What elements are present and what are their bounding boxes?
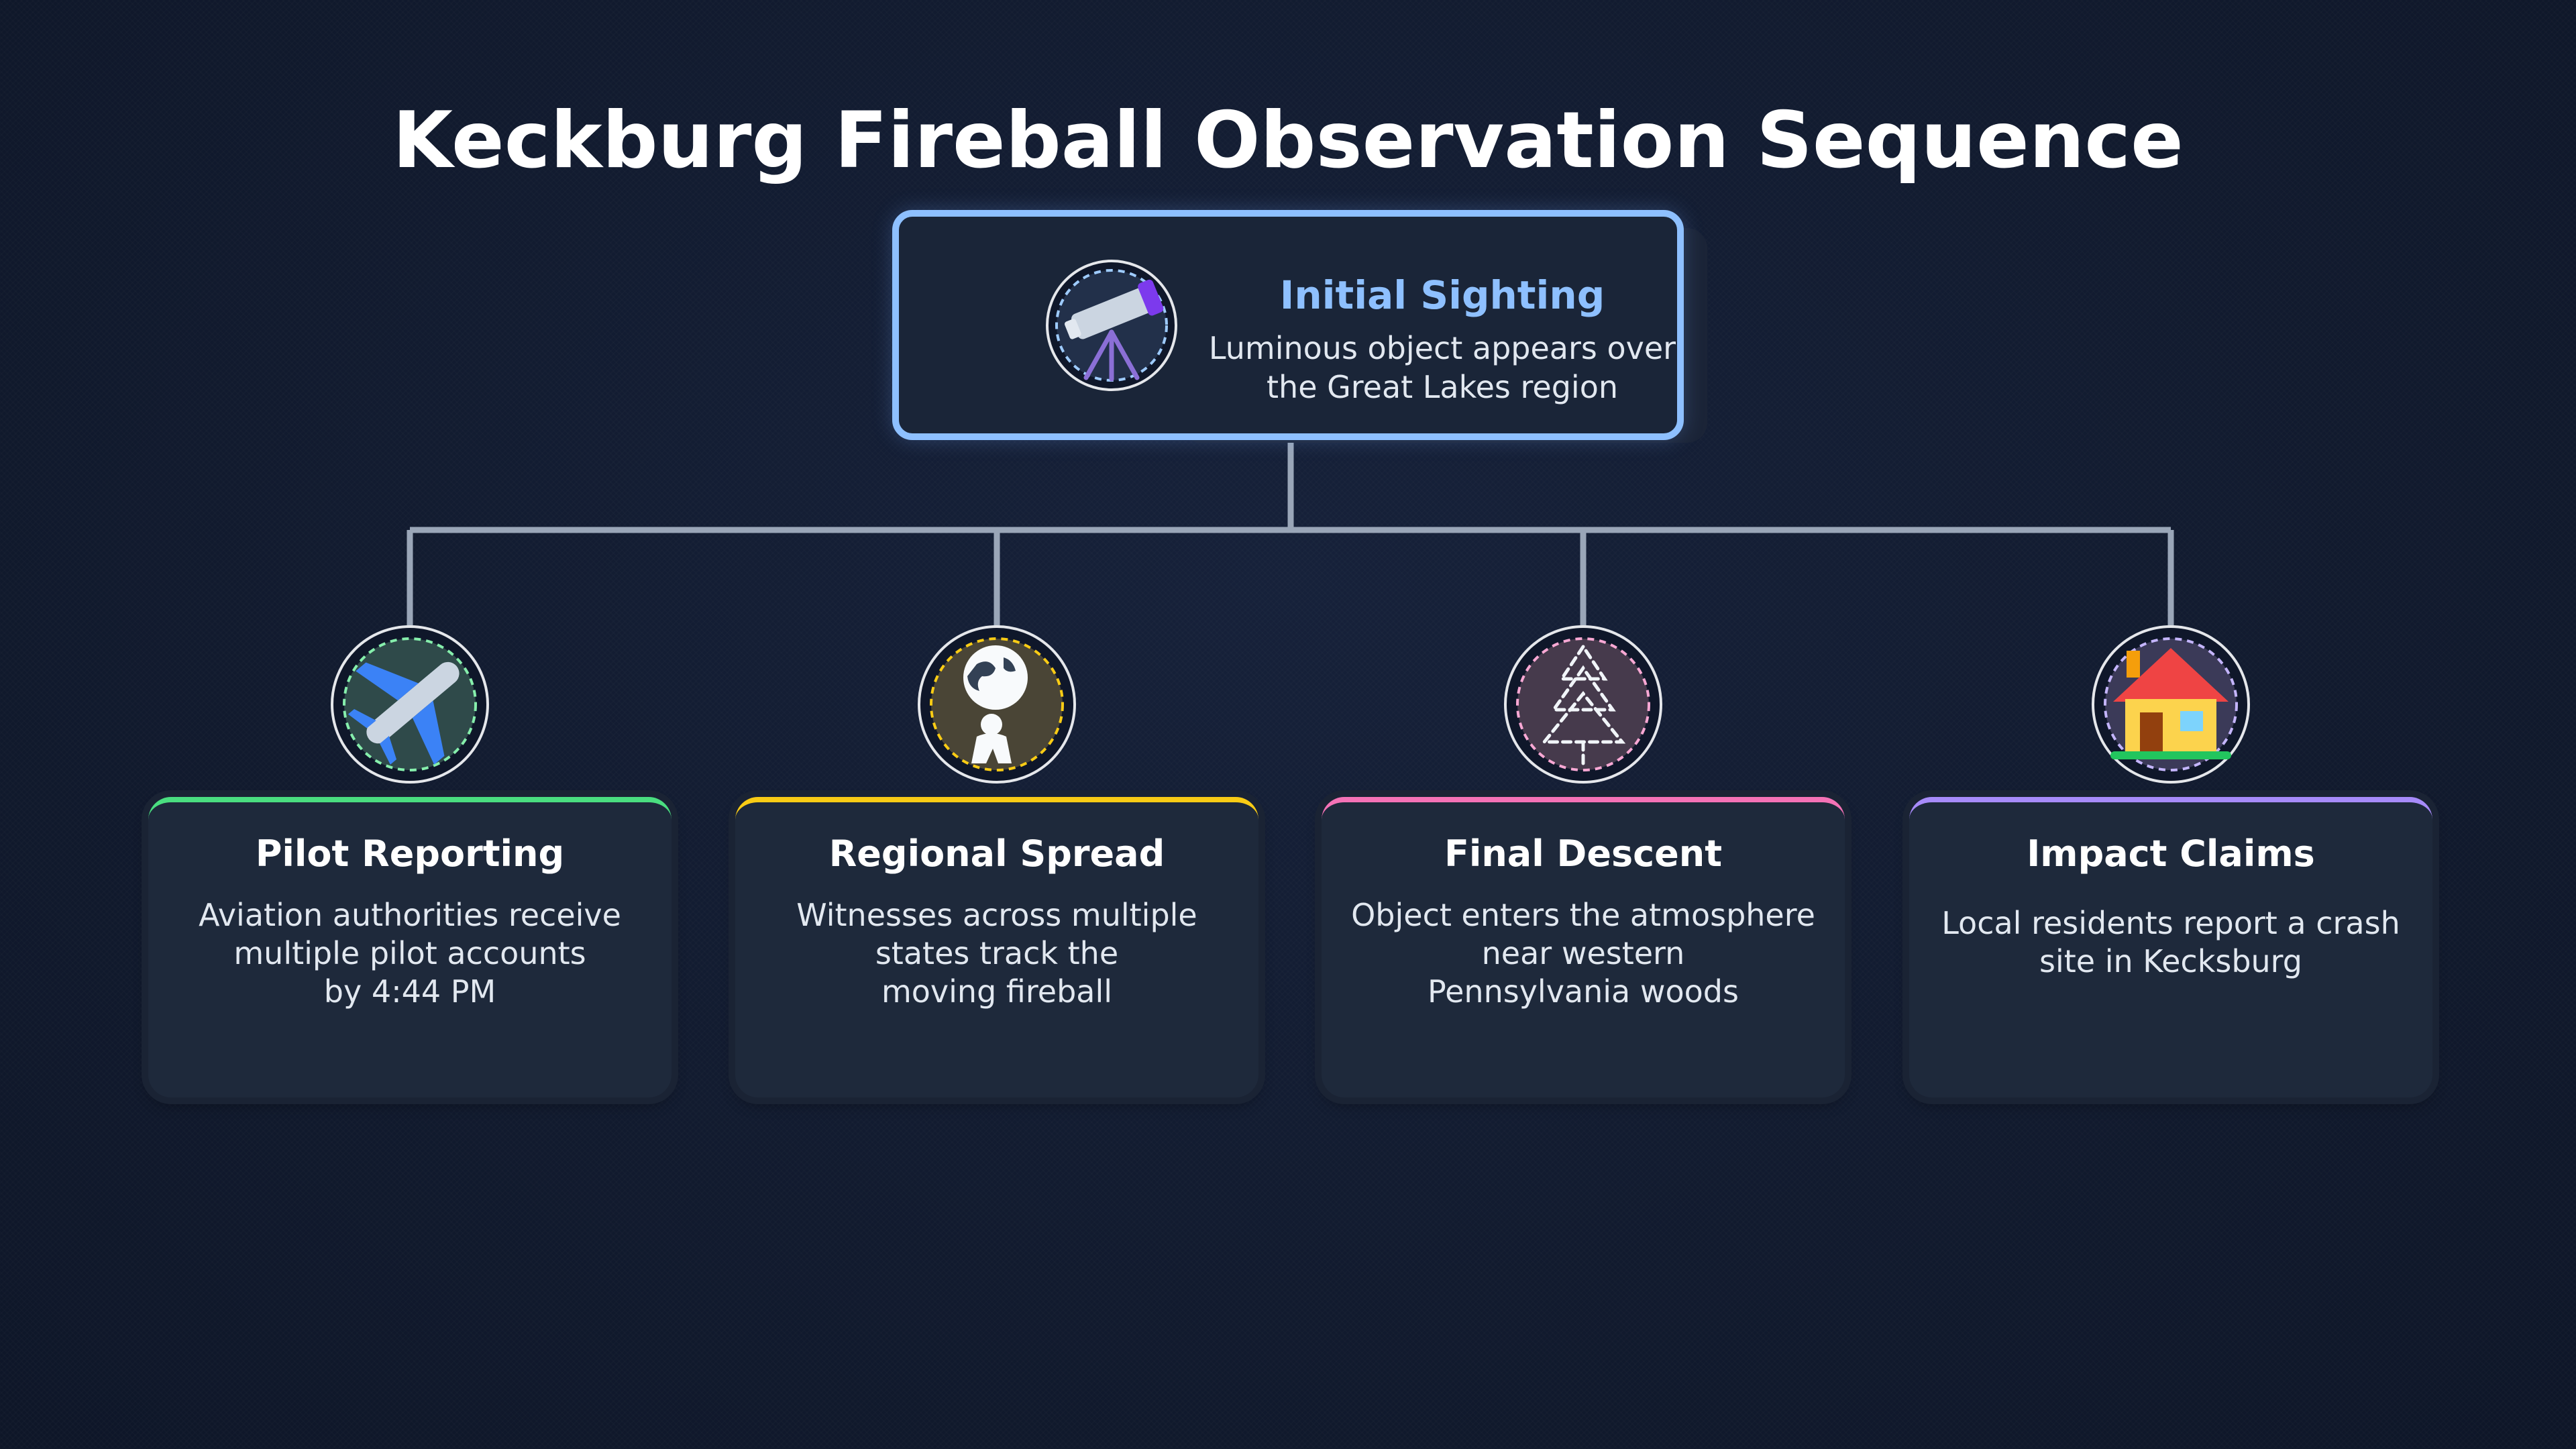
card-final-descent: Final Descent Object enters the atmosphe…: [1322, 797, 1845, 1097]
card-heading: Pilot Reporting: [255, 833, 565, 875]
root-heading: Initial Sighting: [1279, 272, 1605, 318]
card-heading: Final Descent: [1444, 833, 1723, 875]
card-description: Witnesses across multiple states track t…: [796, 897, 1197, 1010]
card-description: Aviation authorities receive multiple pi…: [199, 897, 621, 1010]
page-title: Keckburg Fireball Observation Sequence: [392, 95, 2184, 186]
airplane-icon: [331, 625, 489, 784]
root-card: [892, 210, 1684, 440]
root-description: Luminous object appears over the Great L…: [1208, 330, 1676, 405]
card-description: Local residents report a crash site in K…: [1941, 905, 2400, 979]
evergreen-tree-icon: [1504, 625, 1662, 784]
card-heading: Regional Spread: [828, 833, 1165, 875]
card-impact-claims: Impact Claims Local residents report a c…: [1909, 797, 2432, 1097]
house-icon: [2092, 625, 2250, 784]
card-heading: Impact Claims: [2027, 833, 2315, 875]
card-regional-spread: Regional Spread Witnesses across multipl…: [735, 797, 1258, 1097]
person-lifting-globe-icon: [918, 625, 1076, 784]
card-description: Object enters the atmosphere near wester…: [1351, 897, 1815, 1010]
card-pilot-reporting: Pilot Reporting Aviation authorities rec…: [148, 797, 672, 1097]
telescope-icon: [1046, 260, 1177, 391]
